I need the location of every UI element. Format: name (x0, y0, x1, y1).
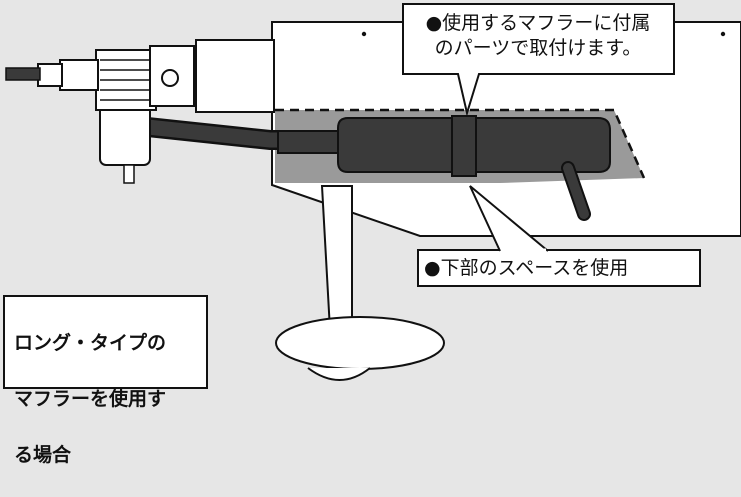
wheel (307, 367, 371, 381)
muffler-strap (451, 115, 477, 177)
top-callout-box (402, 3, 675, 117)
rivet-dot (361, 31, 367, 37)
caption: ロング・タイプの マフラーを使用す る場合 (14, 301, 166, 497)
coupler (277, 130, 345, 154)
space-dashed-outline (275, 108, 646, 179)
bottom-callout-pointer (469, 185, 549, 252)
lower-space-note: ●下部のスペースを使用 (424, 257, 629, 279)
wheel-pant (275, 316, 445, 370)
bottom-callout-box (417, 249, 701, 287)
mounting-note: ●使用するマフラーに付属 のパーツで取付けます。 (410, 11, 666, 61)
landing-gear-strut (320, 185, 353, 331)
rivet-dot (720, 31, 726, 37)
mounting-note-line1: ●使用するマフラーに付属 (425, 12, 651, 34)
caption-line3: る場合 (14, 444, 72, 466)
firewall-mount (195, 39, 275, 113)
caption-line1: ロング・タイプの (14, 332, 167, 354)
engine (5, 45, 195, 184)
caption-box: ロング・タイプの マフラーを使用す る場合 (3, 295, 208, 466)
mounting-note-line2: のパーツで取付けます。 (434, 37, 642, 59)
caption-line2: マフラーを使用す (14, 388, 167, 410)
aircraft-diagram (5, 3, 741, 381)
